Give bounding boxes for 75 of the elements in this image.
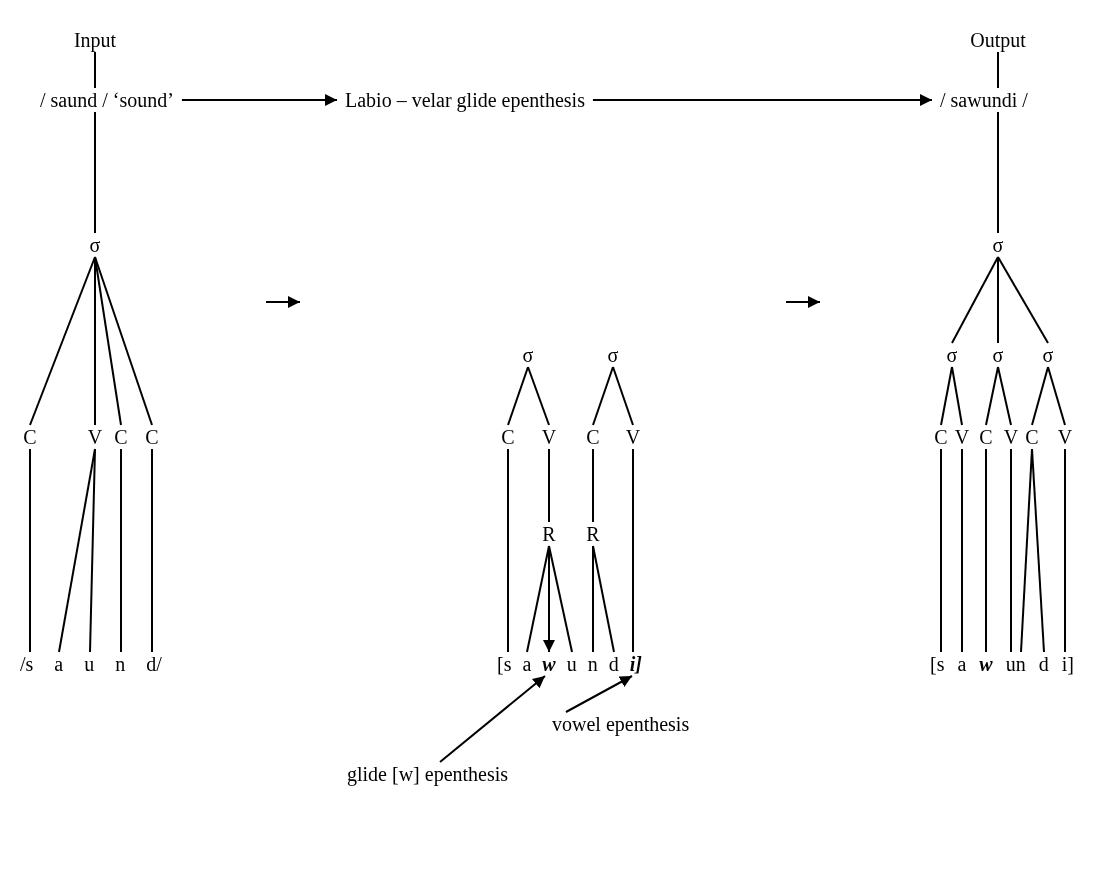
node-label: σ (607, 343, 619, 367)
node-label: σ (522, 343, 534, 367)
connector-line (29, 448, 31, 653)
connector-line (526, 545, 550, 653)
arrow (543, 545, 555, 653)
connector-line (1047, 366, 1066, 426)
node-label: V (1057, 425, 1073, 449)
connector-line (29, 256, 96, 426)
node-label: σ (992, 343, 1004, 367)
node-label: V (625, 425, 641, 449)
connector-line (1031, 448, 1045, 653)
node-label: C (934, 425, 948, 449)
arrow (439, 675, 546, 763)
connector-line (548, 448, 550, 523)
node-label: σ (992, 233, 1004, 257)
node-label: / sawundi / (940, 88, 1028, 112)
connector-line (997, 111, 999, 234)
node-label: [s a w un d i] (930, 652, 1074, 676)
connector-line (997, 366, 1012, 426)
arrow (565, 675, 633, 713)
connector-line (612, 366, 634, 426)
node-label: Output (970, 28, 1026, 52)
connector-line (592, 448, 594, 523)
connector-line (94, 111, 96, 234)
node-label: Labio – velar glide epenthesis (345, 88, 585, 112)
node-label: C (501, 425, 515, 449)
node-label: σ (89, 233, 101, 257)
connector-line (961, 448, 963, 653)
connector-line (1064, 448, 1066, 653)
node-label: C (114, 425, 128, 449)
connector-line (94, 256, 153, 426)
connector-line (1010, 448, 1012, 653)
node-label: V (1003, 425, 1019, 449)
connector-line (997, 256, 999, 344)
connector-line (592, 545, 615, 653)
arrow (591, 94, 933, 106)
arrow (180, 94, 338, 106)
node-label: R (586, 522, 600, 546)
node-label: R (542, 522, 556, 546)
connector-line (507, 448, 509, 653)
node-label: /s a u n d/ (20, 652, 162, 676)
node-label: glide [w] epenthesis (347, 762, 509, 786)
node-label: C (145, 425, 159, 449)
node-label: Input (73, 28, 117, 52)
connector-line (940, 448, 942, 653)
node-label: [s a w u n d i] (497, 652, 642, 676)
connector-line (632, 448, 634, 653)
node-label: / saund / ‘sound’ (40, 88, 174, 112)
connector-line (507, 366, 529, 426)
connector-line (120, 448, 122, 653)
connector-line (951, 366, 963, 426)
connector-line (951, 256, 999, 344)
connector-line (527, 366, 550, 426)
node-label: σ (946, 343, 958, 367)
connector-line (89, 448, 96, 653)
node-label: V (87, 425, 103, 449)
connector-line (985, 448, 987, 653)
connector-line (548, 545, 573, 653)
connector-line (985, 366, 999, 426)
node-label: vowel epenthesis (552, 712, 690, 736)
connector-line (1031, 366, 1049, 426)
node-label: C (23, 425, 37, 449)
connector-line (94, 256, 122, 426)
connector-line (94, 51, 96, 89)
connector-line (997, 51, 999, 89)
connector-line (151, 448, 153, 653)
node-label: V (541, 425, 557, 449)
node-label: V (954, 425, 970, 449)
connector-line (940, 366, 953, 426)
node-label: C (979, 425, 993, 449)
node-label: C (586, 425, 600, 449)
connector-line (997, 256, 1049, 344)
connector-line (592, 366, 614, 426)
node-label: σ (1042, 343, 1054, 367)
node-label: C (1025, 425, 1039, 449)
